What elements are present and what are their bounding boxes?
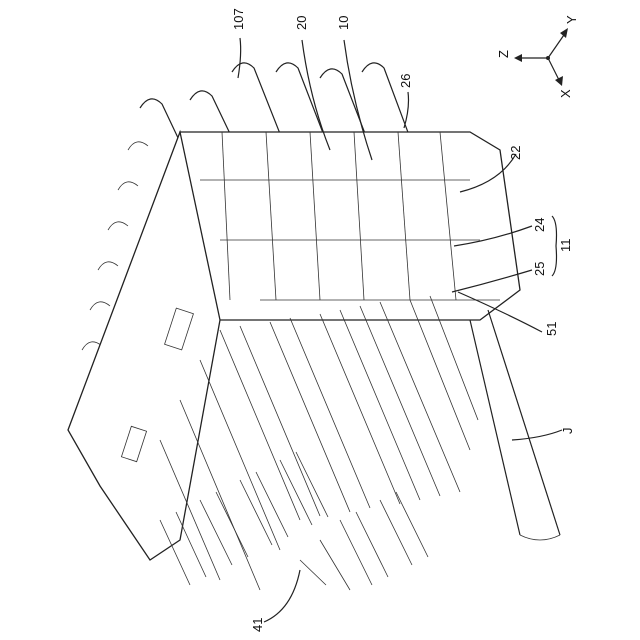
cable-j — [470, 310, 560, 540]
ref-label-11: 11 — [558, 239, 573, 253]
ref-label-41: 41 — [250, 618, 265, 632]
ref-label-24: 24 — [532, 218, 547, 232]
axis-label-z: Z — [496, 50, 511, 58]
axis-label-x: X — [558, 89, 573, 98]
leader-41 — [264, 570, 300, 622]
ref-label-22: 22 — [508, 146, 523, 160]
ref-label-26: 26 — [398, 74, 413, 88]
ref-label-51: 51 — [544, 322, 559, 336]
leader-107 — [238, 38, 241, 78]
housing-top — [180, 132, 520, 320]
axis-origin — [546, 56, 550, 60]
brace-11 — [552, 216, 557, 276]
ref-label-20: 20 — [294, 16, 309, 30]
ref-label-25: 25 — [532, 262, 547, 276]
axis-label-y: Y — [564, 15, 579, 24]
z-axis-arrow-icon — [514, 54, 522, 62]
leader-j — [512, 430, 562, 440]
ref-label-j: J — [560, 428, 575, 435]
axis-indicator: Z Y X — [496, 15, 579, 98]
ref-label-10: 10 — [336, 16, 351, 30]
y-axis-arrow-icon — [560, 28, 568, 38]
x-axis-arrow-icon — [555, 76, 563, 86]
y-axis-line — [548, 32, 566, 58]
housing — [68, 132, 520, 560]
ref-label-107: 107 — [231, 8, 246, 30]
